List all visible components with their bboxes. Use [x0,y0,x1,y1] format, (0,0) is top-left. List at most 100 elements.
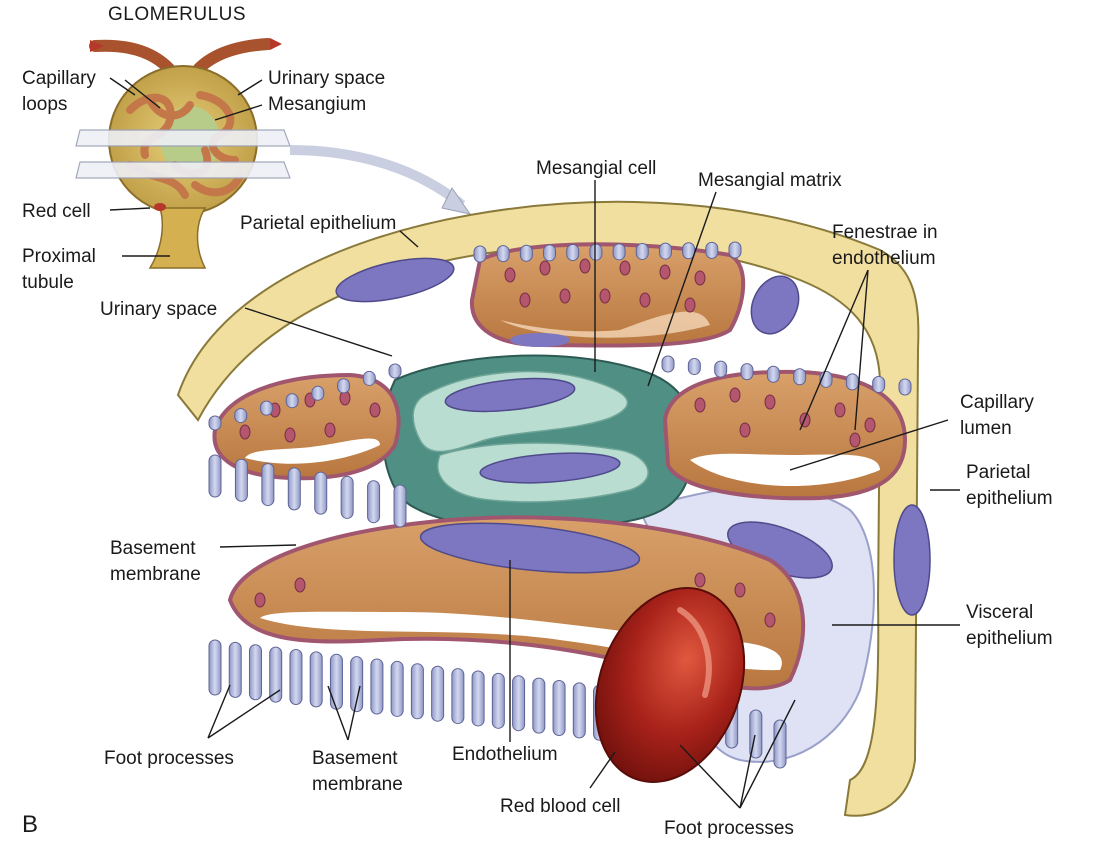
foot-process [552,679,566,736]
foot-process [705,241,719,259]
foot-process [512,675,526,732]
foot-process [658,242,672,260]
label-visceral-epithelium-line2: epithelium [966,628,1053,649]
foot-process [350,656,364,713]
capillary-lumen [260,611,782,671]
foot-process [589,243,603,261]
foot-process [714,360,728,378]
inset-title: GLOMERULUS [108,4,246,25]
foot-process [287,467,301,511]
foot-process [519,244,533,262]
label-proximal-tubule-line2: tubule [22,272,74,293]
label-red-blood-cell: Red blood cell [500,796,620,817]
capillary-lumen [500,311,710,338]
label-urinary-space-main: Urinary space [100,299,217,320]
foot-process [340,475,354,519]
label-basement-membrane-bottom-line2: membrane [312,774,403,795]
label-basement-membrane-left-line2: membrane [110,564,201,585]
foot-process [329,653,343,710]
foot-process [740,363,754,381]
foot-process [543,244,557,262]
foot-process [311,385,325,401]
foot-process [285,393,299,409]
foot-process [269,646,283,703]
foot-process [410,663,424,720]
foot-process [314,471,328,515]
foot-process [687,358,701,376]
foot-process [872,375,886,393]
foot-process [532,677,546,734]
leader-lines [109,77,960,809]
label-endothelium: Endothelium [452,744,558,765]
foot-process [208,415,222,431]
foot-process [370,658,384,715]
afferent-arrow [90,40,104,52]
zoom-arrow [289,145,466,209]
foot-process [566,244,580,262]
endothelial-nucleus [510,333,570,347]
foot-process [259,400,273,416]
capillary-lumen [690,453,880,487]
foot-process [612,243,626,261]
label-parietal-epithelium-top: Parietal epithelium [240,213,396,234]
foot-process [309,651,323,708]
foot-process [682,242,696,260]
labels: GLOMERULUS Capillary loops Urinary space… [22,4,1053,839]
mesangial-nucleus [444,377,576,413]
label-parietal-epithelium-right-line1: Parietal [966,462,1030,483]
label-capillary-loops-line2: loops [22,94,67,115]
label-visceral-epithelium-line1: Visceral [966,602,1033,623]
label-capillary-lumen-line1: Capillary [960,392,1034,413]
foot-process [471,670,485,727]
foot-process [431,665,445,722]
inset-glomerulus [75,38,472,269]
foot-process [845,373,859,391]
label-foot-processes-bottom: Foot processes [664,818,794,839]
label-parietal-epithelium-right-line2: epithelium [966,488,1053,509]
proximal-tubule [148,207,207,269]
foot-process [234,408,248,424]
efferent-arrow [270,38,282,50]
label-foot-processes-left: Foot processes [104,748,234,769]
foot-process [261,463,275,507]
foot-process [635,242,649,260]
label-mesangium: Mesangium [268,94,366,115]
label-basement-membrane-bottom-line1: Basement [312,748,398,769]
parietal-epithelium [176,200,920,817]
label-capillary-lumen-line2: lumen [960,418,1012,439]
foot-process [728,241,742,259]
foot-process [228,641,242,698]
foot-process [473,245,487,263]
inset-red-cell [154,203,166,211]
foot-process [898,378,912,396]
label-fenestrae-line1: Fenestrae in [832,222,938,243]
foot-process [390,660,404,717]
foot-process [234,458,248,502]
parietal-nucleus [750,275,800,335]
foot-process [248,644,262,701]
slice-plane-top [75,129,291,147]
panel-letter: B [22,811,38,838]
zoom-arrow-head [441,187,472,215]
endothelial-nucleus [419,522,641,574]
label-mesangial-cell: Mesangial cell [536,158,656,179]
foot-process [367,480,381,524]
foot-process [289,649,303,706]
capillary-lumen [245,438,380,464]
foot-process [661,355,675,373]
red-blood-cell [594,587,746,783]
label-red-cell: Red cell [22,201,91,222]
slice-plane-bottom [75,161,291,179]
parietal-nucleus [893,504,931,616]
mesangial-nucleus [479,452,621,484]
foot-process [362,370,376,386]
foot-process [208,454,222,498]
foot-process [793,368,807,386]
foot-process [393,484,407,528]
label-basement-membrane-left-line1: Basement [110,538,196,559]
foot-process [496,245,510,263]
foot-process [337,378,351,394]
main-cross-section [176,200,931,817]
